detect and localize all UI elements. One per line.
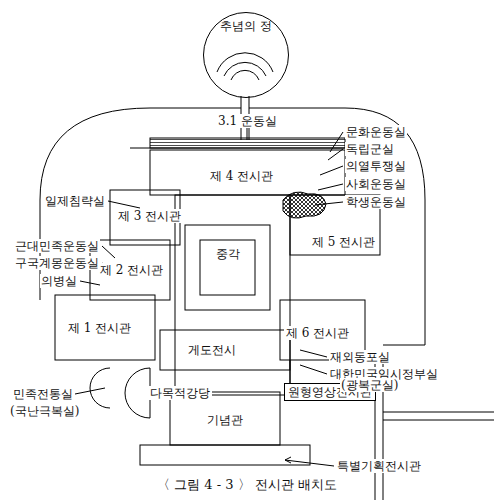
hall-name: 제 4 전시관 [210,169,273,183]
plan-stroke [90,240,170,300]
hall-label-box: 제 5 전시관 [310,235,377,249]
figure-caption: 〈 그림 4 - 3 〉 전시관 배치도 [157,476,337,494]
room-label: 의병실 [40,274,78,288]
plan-stroke [231,70,259,80]
hall-label-box: 제 2 전시관 [98,263,165,277]
hall-name: 게도전시 [188,343,236,357]
plan-lines [40,53,494,500]
room-label: 사회운동실 [345,177,407,191]
hall-label-box: 제 3 전시관 [116,209,183,223]
hall-label-box: 제 4 전시관 [208,169,275,183]
room-label: 근대민족운동실 [14,239,100,253]
hall-name: 추념의 정 [204,19,288,33]
hall-name: 제 5 전시관 [312,235,375,249]
room-label: 의열투쟁실 [345,159,407,173]
room-label: 3.1 운동실 [217,114,278,128]
plan-stroke [315,132,343,205]
memorial-circle: 추념의 정 [203,12,289,98]
plan-stroke [40,108,241,300]
hatched-area [283,192,326,218]
room-label: 문화운동실 [345,125,407,139]
hall-name: 제 3 전시관 [118,209,181,223]
hall-name: 제 6 전시관 [286,326,349,340]
room-label: 민족전통실 [12,387,74,401]
hall-label-box: 기념관 [205,413,245,427]
room-label: (국난극복실) [9,404,80,418]
plan-stroke [285,457,291,463]
hall-label-box: 제 6 전시관 [284,326,351,340]
plan-stroke [150,150,345,195]
hall-name: 중각 [216,247,240,261]
plan-stroke [130,148,365,149]
plan-stroke [200,240,255,295]
hall-label-box: 중각 [214,247,242,261]
room-label: 독립군실 [345,142,395,156]
room-label: 구국계몽운동실 [14,256,100,270]
room-label: (광복군실) [340,378,399,392]
plan-stroke [285,460,334,466]
plan-stroke [185,225,270,310]
hall-name: 기념관 [207,413,243,427]
plan-stroke [140,445,310,465]
room-label: 일제침략실 [44,194,106,208]
plan-stroke [125,368,150,418]
hall-name: 제 2 전시관 [100,263,163,277]
plan-stroke [383,412,494,420]
hall-label-box: 다목적강당 [148,386,212,400]
hall-name: 제 1 전시관 [68,321,131,335]
plan-stroke [108,201,140,208]
room-label: 재외동포실 [329,350,391,364]
plan-stroke [90,368,110,408]
plan-stroke [75,388,105,394]
plan-stroke [55,295,155,360]
plan-stroke [247,128,248,140]
plan-stroke [175,195,290,395]
plan-stroke [224,62,266,76]
hall-label-box: 제 1 전시관 [66,321,133,335]
plan-stroke [300,350,327,374]
hall-label-box: 게도전시 [186,343,238,357]
room-label: 학생운동실 [345,195,407,209]
plan-stroke [160,330,290,370]
hall-name: 다목적강당 [150,386,210,400]
room-label: 특별기획전시관 [336,459,422,473]
